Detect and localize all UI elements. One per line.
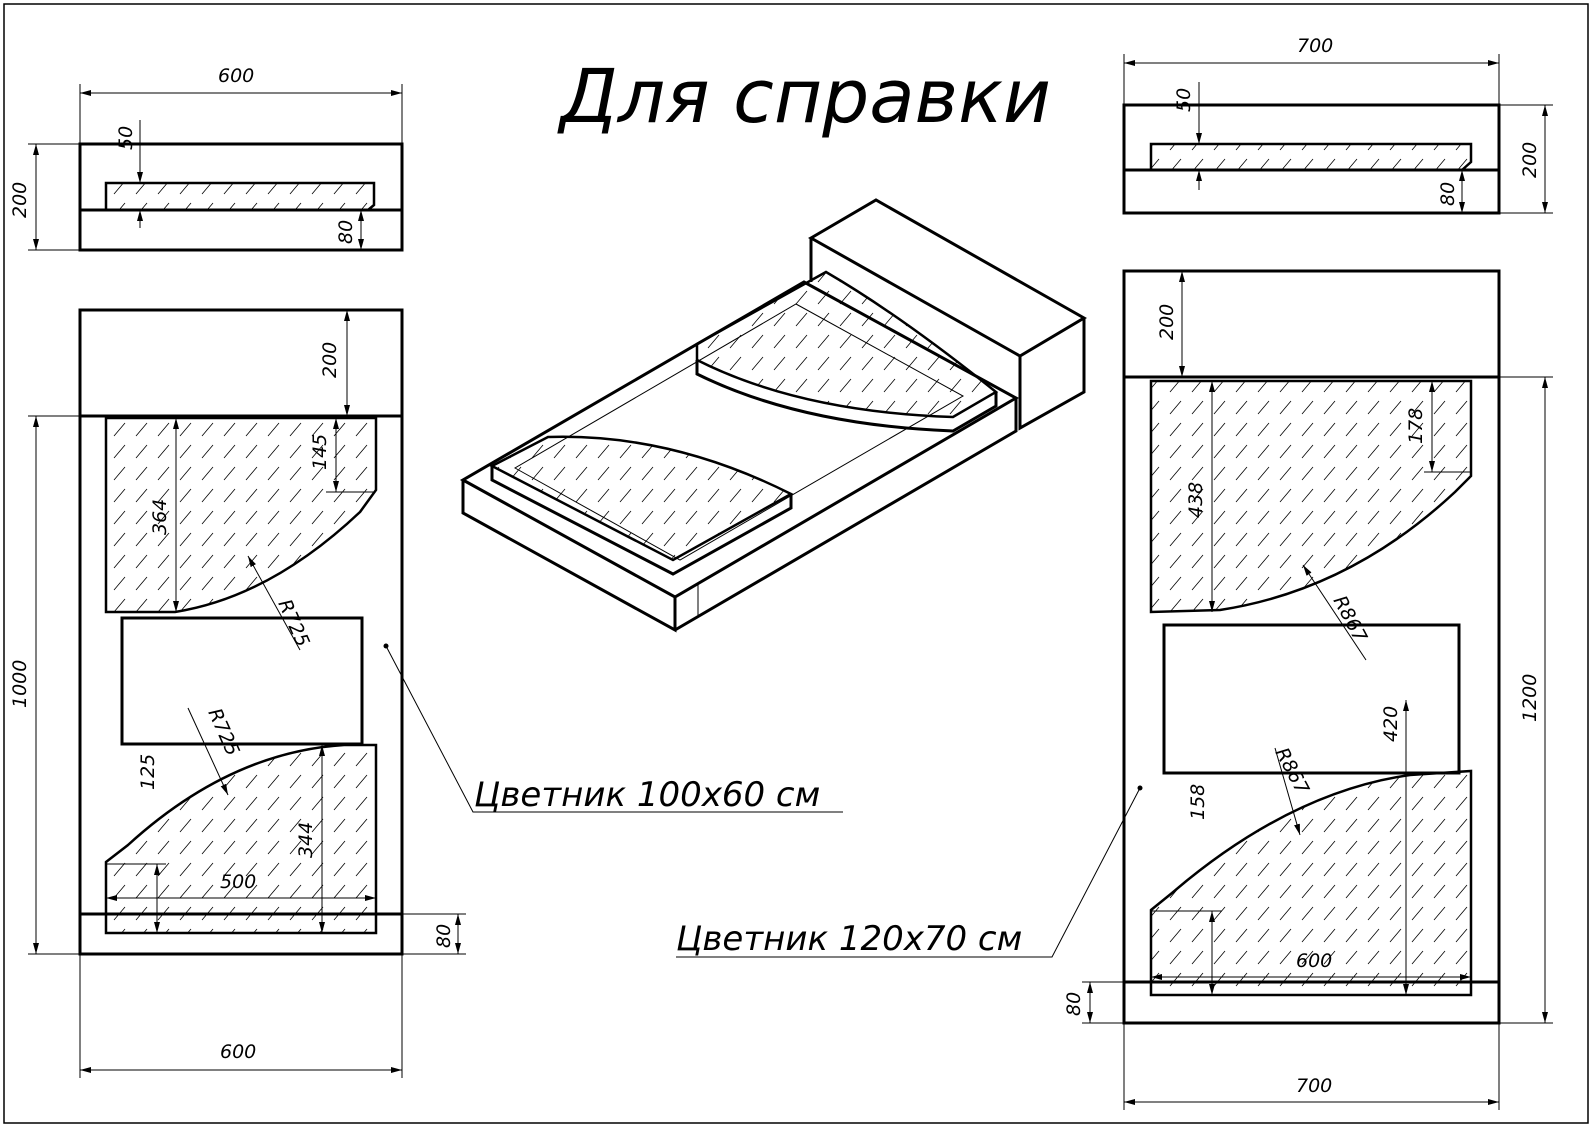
large-lower-radius-label: R867 <box>1271 744 1314 798</box>
large-lower-width-label: 600 <box>1296 950 1332 972</box>
large-set-caption: Цветник 120х70 см <box>676 919 1022 959</box>
small-plan-view: 200 1000 364 145 R725 R725 125 344 500 8… <box>9 308 843 1078</box>
large-top-width-label: 700 <box>1297 35 1333 57</box>
large-bottom-rim-label: 80 <box>1063 992 1085 1016</box>
large-elevation-view: 700 50 200 80 <box>1122 35 1553 215</box>
small-upper-radius-label: R725 <box>273 596 313 650</box>
small-plan-length-label: 1000 <box>9 660 31 708</box>
large-lower-depth-label: 420 <box>1380 706 1402 742</box>
large-plan-view: 200 438 178 R867 1200 420 R867 158 600 <box>676 269 1553 1110</box>
small-top-height-label: 200 <box>9 182 31 218</box>
small-bottom-width-label: 600 <box>220 1041 256 1063</box>
large-upper-depth-label: 438 <box>1185 482 1207 518</box>
large-plan-headstone-label: 200 <box>1156 304 1178 340</box>
small-lower-side-label: 125 <box>137 754 159 790</box>
large-top-slab-label: 50 <box>1173 88 1195 112</box>
isometric-view <box>459 198 1087 633</box>
small-top-base-label: 80 <box>335 220 357 244</box>
small-plan-headstone-label: 200 <box>319 342 341 378</box>
small-elevation-view: 600 200 50 80 <box>9 65 404 252</box>
large-upper-radius-label: R867 <box>1329 592 1372 646</box>
small-lower-radius-label: R725 <box>203 705 243 759</box>
large-bottom-width-label: 700 <box>1296 1075 1332 1097</box>
large-plan-length-label: 1200 <box>1519 674 1541 722</box>
small-top-slab-label: 50 <box>115 126 137 150</box>
small-set-caption: Цветник 100х60 см <box>474 775 820 815</box>
small-lower-depth-label: 344 <box>295 822 317 858</box>
small-upper-corner-label: 145 <box>309 434 331 470</box>
sheet-frame <box>3 3 1589 1124</box>
small-lower-width-label: 500 <box>220 871 256 893</box>
large-lower-side-label: 158 <box>1187 784 1209 820</box>
small-top-width-label: 600 <box>218 65 254 87</box>
large-top-base-label: 80 <box>1437 182 1459 206</box>
small-upper-depth-label: 364 <box>149 499 171 535</box>
small-bottom-rim-label: 80 <box>433 924 455 948</box>
large-top-height-label: 200 <box>1519 142 1541 178</box>
large-upper-corner-label: 178 <box>1405 408 1427 444</box>
page-title: Для справки <box>557 54 1051 140</box>
